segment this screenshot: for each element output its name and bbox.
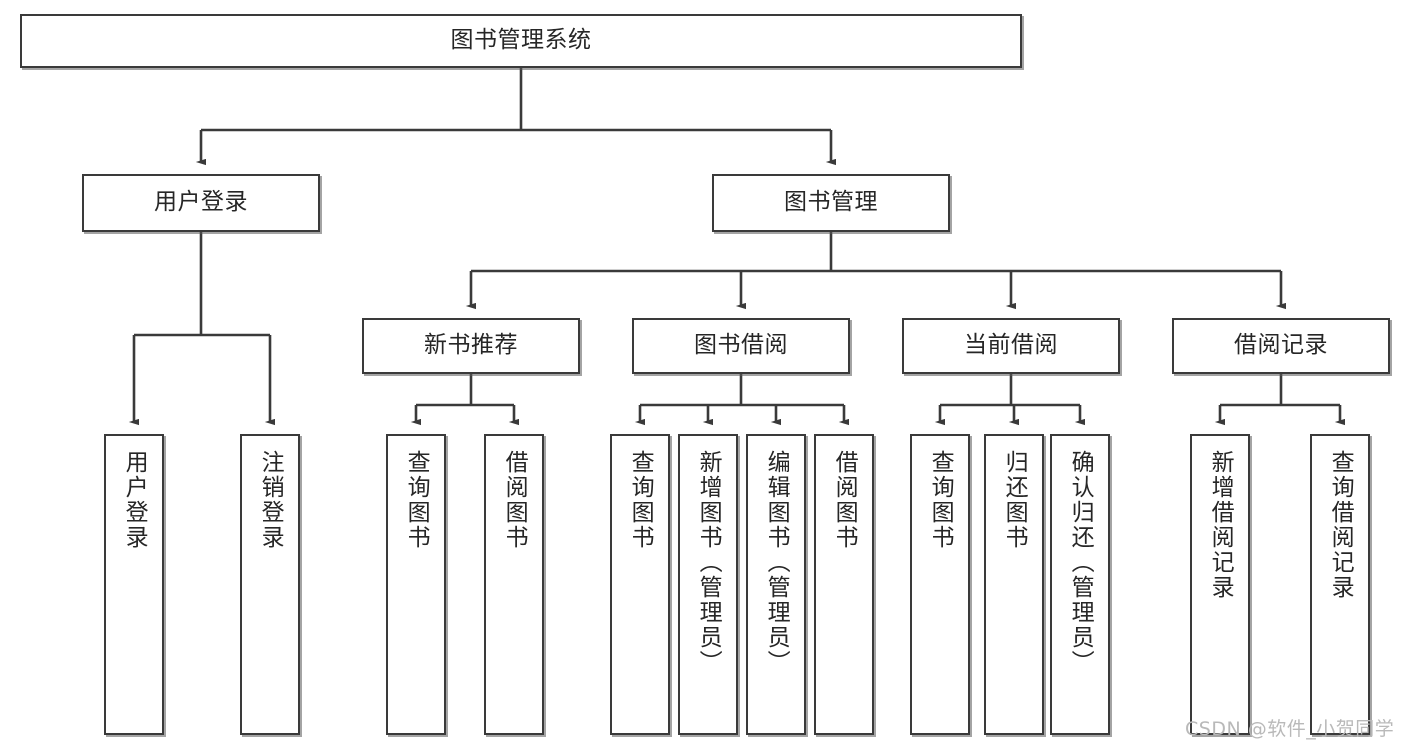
node-leaf-borrow-book-2-label: 借阅图书: [831, 450, 858, 550]
node-root-label: 图书管理系统: [450, 27, 592, 54]
node-borrow-record[interactable]: 借阅记录: [1172, 318, 1390, 374]
node-book-borrow-label: 图书借阅: [694, 332, 788, 359]
node-leaf-add-borrow-record-label: 新增借阅记录: [1207, 450, 1234, 600]
node-leaf-add-book-admin-label: 新增图书（管理员）: [695, 450, 722, 675]
node-leaf-borrow-book-2[interactable]: 借阅图书: [814, 434, 874, 735]
node-leaf-return-book-label: 归还图书: [1001, 450, 1028, 550]
node-leaf-logout-login-label: 注销登录: [257, 450, 284, 550]
node-leaf-query-book-3-label: 查询图书: [927, 450, 954, 550]
node-leaf-edit-book-admin-label: 编辑图书（管理员）: [763, 450, 790, 675]
node-new-book-recommend-label: 新书推荐: [424, 332, 518, 359]
node-user-login-label: 用户登录: [154, 189, 248, 216]
node-user-login[interactable]: 用户登录: [82, 174, 320, 232]
node-leaf-return-book[interactable]: 归还图书: [984, 434, 1044, 735]
node-root[interactable]: 图书管理系统: [20, 14, 1022, 68]
node-leaf-query-borrow-record-label: 查询借阅记录: [1327, 450, 1354, 600]
node-book-borrow[interactable]: 图书借阅: [632, 318, 850, 374]
node-leaf-user-login[interactable]: 用户登录: [104, 434, 164, 735]
node-current-borrow-label: 当前借阅: [964, 332, 1058, 359]
node-current-borrow[interactable]: 当前借阅: [902, 318, 1120, 374]
node-leaf-query-book-1-label: 查询图书: [403, 450, 430, 550]
node-leaf-query-book-2[interactable]: 查询图书: [610, 434, 670, 735]
node-leaf-confirm-return-label: 确认归还（管理员）: [1067, 450, 1094, 675]
node-leaf-query-borrow-record[interactable]: 查询借阅记录: [1310, 434, 1370, 735]
node-leaf-borrow-book-1-label: 借阅图书: [501, 450, 528, 550]
node-leaf-add-borrow-record[interactable]: 新增借阅记录: [1190, 434, 1250, 735]
node-leaf-query-book-3[interactable]: 查询图书: [910, 434, 970, 735]
watermark: CSDN @软件_小贺同学: [1185, 718, 1395, 740]
node-leaf-query-book-1[interactable]: 查询图书: [386, 434, 446, 735]
node-leaf-logout-login[interactable]: 注销登录: [240, 434, 300, 735]
node-book-manage-label: 图书管理: [784, 189, 878, 216]
node-borrow-record-label: 借阅记录: [1234, 332, 1328, 359]
node-leaf-add-book-admin[interactable]: 新增图书（管理员）: [678, 434, 738, 735]
node-book-manage[interactable]: 图书管理: [712, 174, 950, 232]
node-leaf-edit-book-admin[interactable]: 编辑图书（管理员）: [746, 434, 806, 735]
node-new-book-recommend[interactable]: 新书推荐: [362, 318, 580, 374]
node-leaf-user-login-label: 用户登录: [121, 450, 148, 550]
node-leaf-borrow-book-1[interactable]: 借阅图书: [484, 434, 544, 735]
node-leaf-confirm-return[interactable]: 确认归还（管理员）: [1050, 434, 1110, 735]
node-leaf-query-book-2-label: 查询图书: [627, 450, 654, 550]
